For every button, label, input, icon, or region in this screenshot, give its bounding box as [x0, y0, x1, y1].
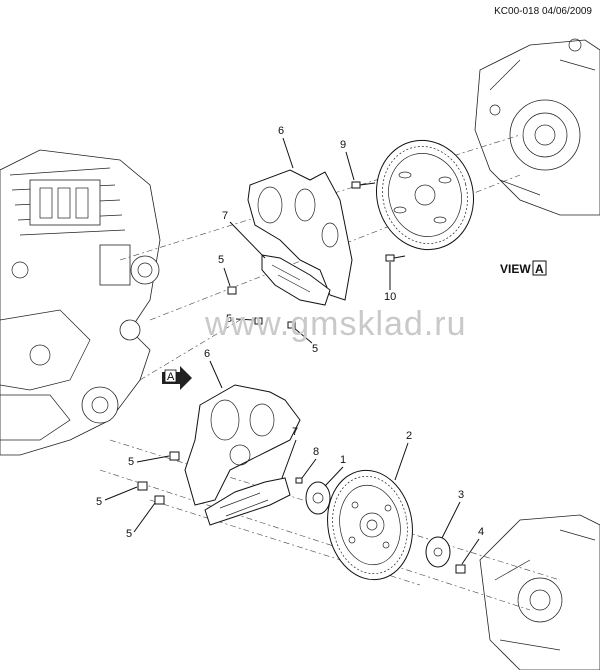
- callout-5-top-b: 5: [226, 313, 232, 325]
- spacer-plate-top: [247, 169, 353, 301]
- callout-9-top: 9: [340, 139, 346, 151]
- callout-5-bottom-b: 5: [96, 496, 102, 508]
- shield-top: [261, 254, 331, 306]
- bolt-5-bottom-c: [154, 495, 165, 505]
- bolt-10: [385, 254, 406, 262]
- callout-10-top: 10: [384, 291, 396, 303]
- flywheel-ring-gear-top: [375, 139, 475, 251]
- callout-8-bottom: 8: [313, 446, 319, 458]
- callout-6-bottom: 6: [204, 348, 210, 360]
- callout-5-bottom-a: 5: [128, 456, 134, 468]
- watermark: www.gmsklad.ru: [204, 305, 467, 343]
- callout-4-bottom: 4: [478, 526, 484, 538]
- bolt-5-bottom-b: [137, 481, 148, 491]
- bolt-5-top-b: [254, 317, 263, 325]
- shield-bottom: [204, 477, 291, 526]
- callout-7-top: 7: [222, 210, 228, 222]
- callout-7-bottom: 7: [292, 426, 298, 438]
- bolt-4: [455, 564, 466, 574]
- view-letter-box: [532, 260, 547, 276]
- bolt-5-top-c: [287, 321, 296, 329]
- diagram-code: KC00-018 04/06/2009: [494, 6, 592, 17]
- adapter-plate-1: [305, 481, 331, 515]
- callout-6-top: 6: [278, 125, 284, 137]
- bolt-9: [351, 181, 376, 189]
- transmission-top-illustration: [474, 38, 600, 216]
- view-a-arrow-letter: A: [167, 371, 175, 383]
- view-a-arrow: A: [162, 366, 192, 390]
- callout-5-top-c: 5: [312, 343, 318, 355]
- view-label: VIEW: [500, 262, 531, 276]
- bolt-5-top-a: [227, 286, 237, 295]
- bolt-5-bottom-a: [169, 451, 180, 461]
- callout-3-bottom: 3: [458, 489, 464, 501]
- flywheel-ring-gear-bottom: [327, 469, 413, 581]
- dowel-8: [295, 477, 303, 484]
- callout-5-top-a: 5: [218, 254, 224, 266]
- transmission-bottom-illustration: [479, 514, 600, 670]
- retainer-plate-3: [425, 536, 451, 568]
- view-letter: A: [535, 262, 544, 276]
- callout-5-bottom-c: 5: [126, 528, 132, 540]
- engine-block-illustration: [0, 149, 161, 456]
- callout-2-bottom: 2: [406, 430, 412, 442]
- callout-1-bottom: 1: [340, 454, 346, 466]
